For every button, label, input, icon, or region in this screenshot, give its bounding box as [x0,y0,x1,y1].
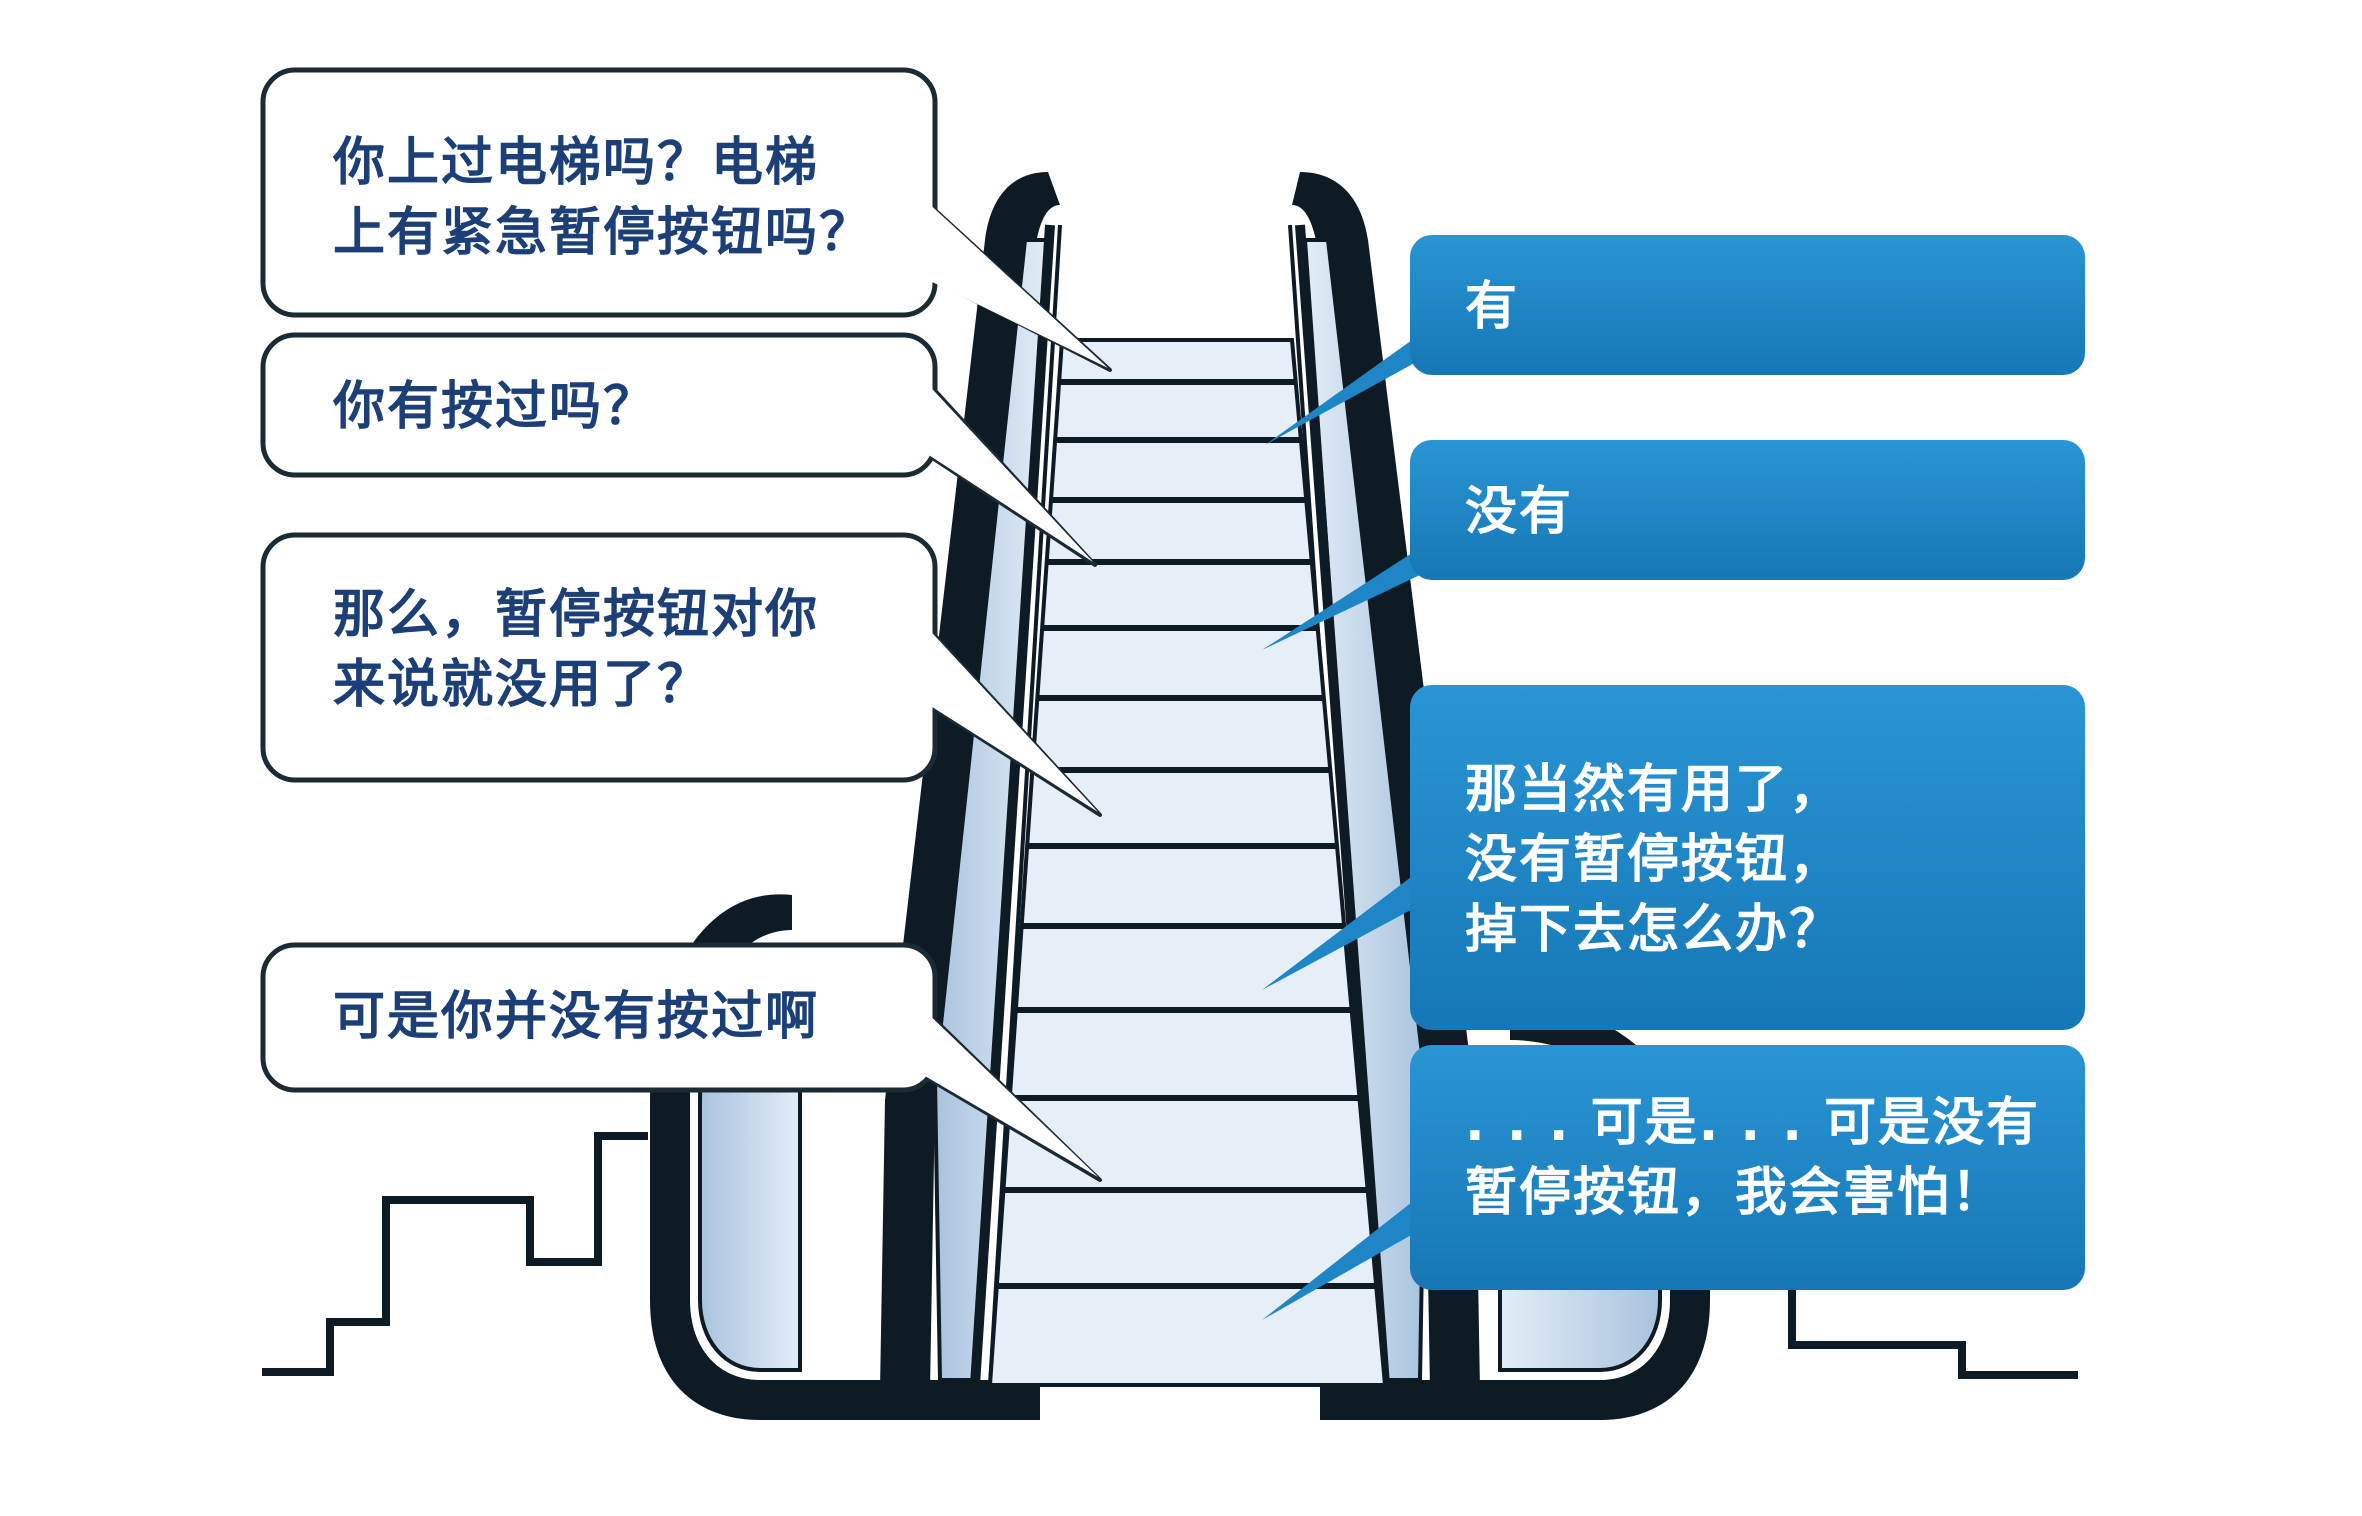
question-bubble-2 [260,332,1097,567]
answer-text-2: 没有 [1465,482,1574,542]
answer-text-1: 有 [1465,277,1520,337]
question-text-3: 那么，暂停按钮对你 来说就没用了？ [333,585,820,715]
question-text-1: 你上过电梯吗？电梯 上有紧急暂停按钮吗？ [333,133,874,263]
answer-text-4: . . . 可是. . . 可是没有 暂停按钮，我会害怕！ [1465,1093,2041,1223]
answer-bubble-3 [1262,685,2085,1030]
question-bubble-1 [260,67,1112,372]
question-text-2: 你有按过吗？ [333,377,658,437]
answer-bubble-4 [1262,1045,2085,1320]
answer-text-3: 那当然有用了， 没有暂停按钮， 掉下去怎么办？ [1465,760,1844,960]
question-bubble-3 [260,532,1102,817]
skyline-left [262,1132,648,1376]
answer-bubble-1 [1265,235,2085,445]
answer-bubble-2 [1262,440,2085,650]
escalator-steps [987,338,1388,1387]
question-text-4: 可是你并没有按过啊 [333,987,820,1047]
skyline-right [1788,1290,2078,1379]
question-bubble-4 [260,942,1102,1182]
